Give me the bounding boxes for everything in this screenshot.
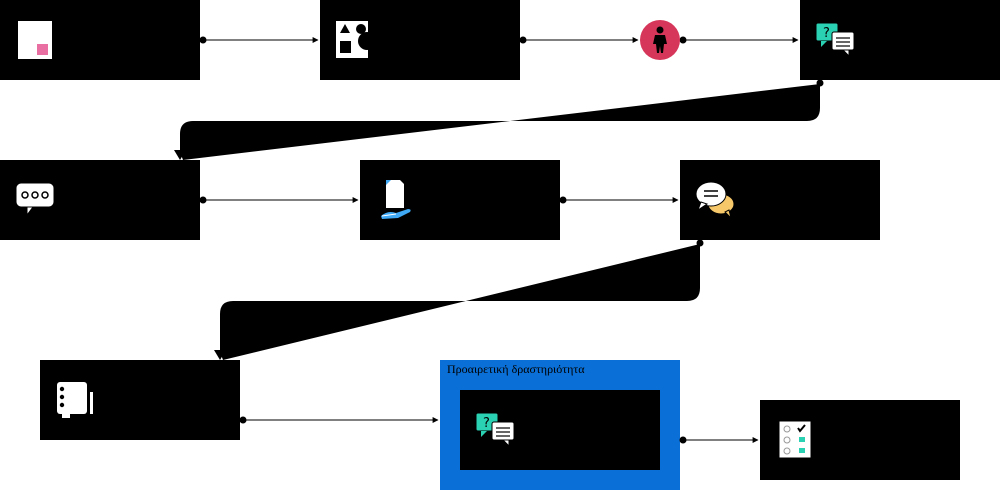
connector-n8-n9 bbox=[239, 416, 439, 424]
document-icon bbox=[18, 21, 52, 59]
connector-n4-n5 bbox=[174, 79, 824, 160]
discussion-icon bbox=[695, 181, 735, 220]
connector-n9-n10 bbox=[679, 436, 759, 444]
activity-node-2[interactable] bbox=[320, 0, 520, 80]
speech-bubble-icon bbox=[15, 182, 55, 217]
activity-node-8[interactable] bbox=[40, 360, 240, 440]
question-chat-icon: ? bbox=[815, 22, 855, 58]
svg-text:?: ? bbox=[823, 26, 830, 41]
connector-n2-n3 bbox=[519, 36, 639, 44]
question-chat-icon: ? bbox=[475, 412, 515, 448]
activity-node-5[interactable] bbox=[0, 160, 200, 240]
shapes-icon bbox=[336, 21, 376, 58]
actor-node[interactable] bbox=[640, 20, 680, 60]
connector-n6-n7 bbox=[559, 196, 679, 204]
activity-node-10[interactable] bbox=[760, 400, 960, 480]
checklist-icon bbox=[778, 420, 812, 459]
svg-text:?: ? bbox=[483, 416, 490, 431]
person-icon bbox=[653, 26, 667, 53]
connector-n5-n6 bbox=[199, 196, 359, 204]
activity-node-4[interactable]: ? bbox=[800, 0, 1000, 80]
group-title: Προαιρετική δραστηριότητα bbox=[447, 362, 585, 376]
activity-node-6[interactable] bbox=[360, 160, 560, 240]
activity-node-1[interactable] bbox=[0, 0, 200, 80]
connector-n7-n8 bbox=[214, 239, 704, 360]
notebook-icon bbox=[57, 382, 93, 418]
activity-node-7[interactable] bbox=[680, 160, 880, 240]
hand-document-icon bbox=[381, 180, 411, 219]
activity-node-9[interactable]: ? bbox=[460, 390, 660, 470]
connector-n3-n4 bbox=[679, 36, 799, 44]
connector-n1-n2 bbox=[199, 36, 319, 44]
